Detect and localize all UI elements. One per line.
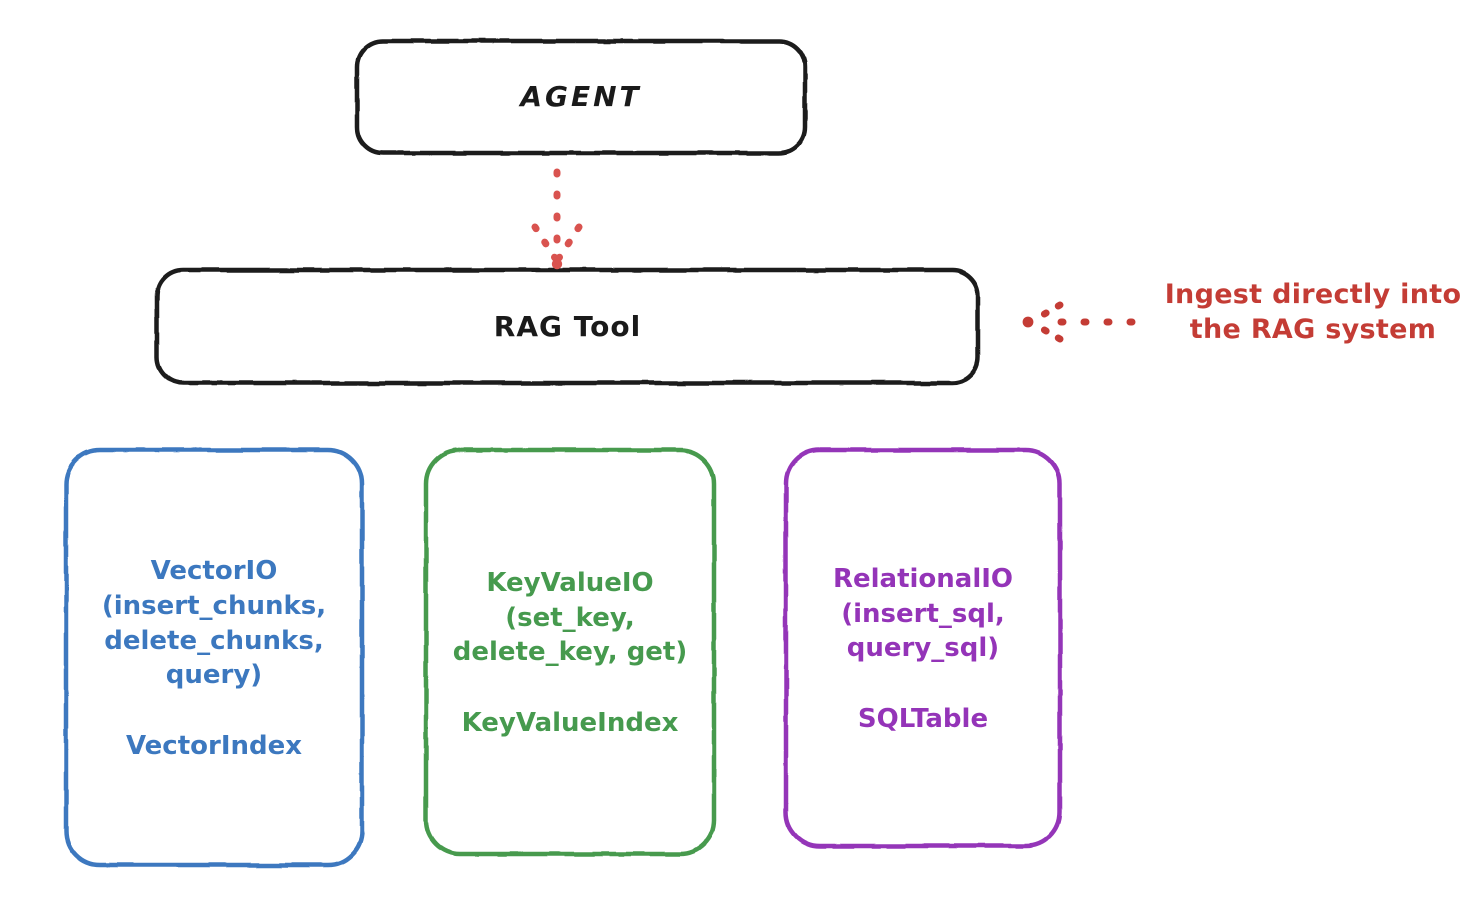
vector-index-label: VectorIndex (125, 730, 303, 761)
vector-io-api-label: VectorIO (insert_chunks, delete_chunks, … (101, 556, 327, 691)
agent-node[interactable]: AGENT (357, 41, 805, 153)
relational-io-node[interactable]: RelationalIO (insert_sql, query_sql) SQL… (786, 450, 1060, 846)
agent-label: AGENT (520, 80, 642, 114)
vector-io-node[interactable]: VectorIO (insert_chunks, delete_chunks, … (66, 450, 362, 865)
key-value-io-api-label: KeyValueIO (set_key, delete_key, get) (452, 568, 688, 668)
sql-table-label: SQLTable (857, 703, 989, 734)
rag-tool-label: RAG Tool (493, 309, 642, 343)
key-value-index-label: KeyValueIndex (461, 707, 679, 738)
ingest-annotation-text: Ingest directly into the RAG system (1164, 279, 1462, 345)
rag-tool-node[interactable]: RAG Tool (157, 270, 978, 383)
ingest-to-rag-tool-connector (1022, 301, 1136, 343)
relational-io-api-label: RelationalIO (insert_sql, query_sql) (832, 564, 1014, 664)
key-value-io-node[interactable]: KeyValueIO (set_key, delete_key, get) Ke… (426, 450, 714, 854)
agent-to-rag-tool-connector (531, 168, 583, 270)
